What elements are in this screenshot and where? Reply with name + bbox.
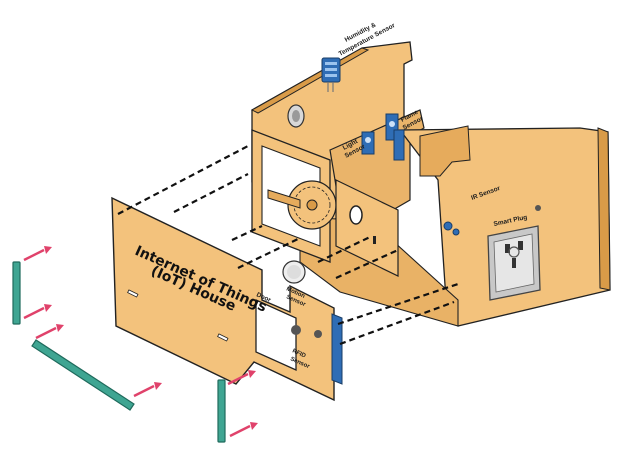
left-vertical-rail bbox=[12, 261, 21, 325]
led-slot bbox=[373, 236, 376, 244]
buzzer-icon bbox=[287, 104, 305, 128]
rack-bar bbox=[267, 189, 301, 209]
rfid-label-line1: RFID bbox=[291, 348, 307, 359]
right-wall-edge bbox=[597, 127, 611, 291]
right-side-wall bbox=[398, 127, 611, 327]
window-frame bbox=[251, 129, 337, 263]
switch-cutout bbox=[349, 205, 363, 225]
assembly-guide-lines bbox=[117, 145, 459, 346]
right-vertical-rail bbox=[217, 379, 226, 443]
motion-sensor-icon: Motion Sensor bbox=[282, 260, 307, 308]
slide-arrow-icon bbox=[23, 246, 258, 438]
edge-rail-icon bbox=[12, 261, 226, 443]
door-cutout bbox=[255, 298, 297, 372]
center-panel bbox=[335, 179, 399, 277]
bottom-diagonal-rail bbox=[31, 339, 135, 411]
right-wall-notch bbox=[419, 125, 471, 177]
smart-plug-icon: Smart Plug bbox=[487, 214, 541, 301]
